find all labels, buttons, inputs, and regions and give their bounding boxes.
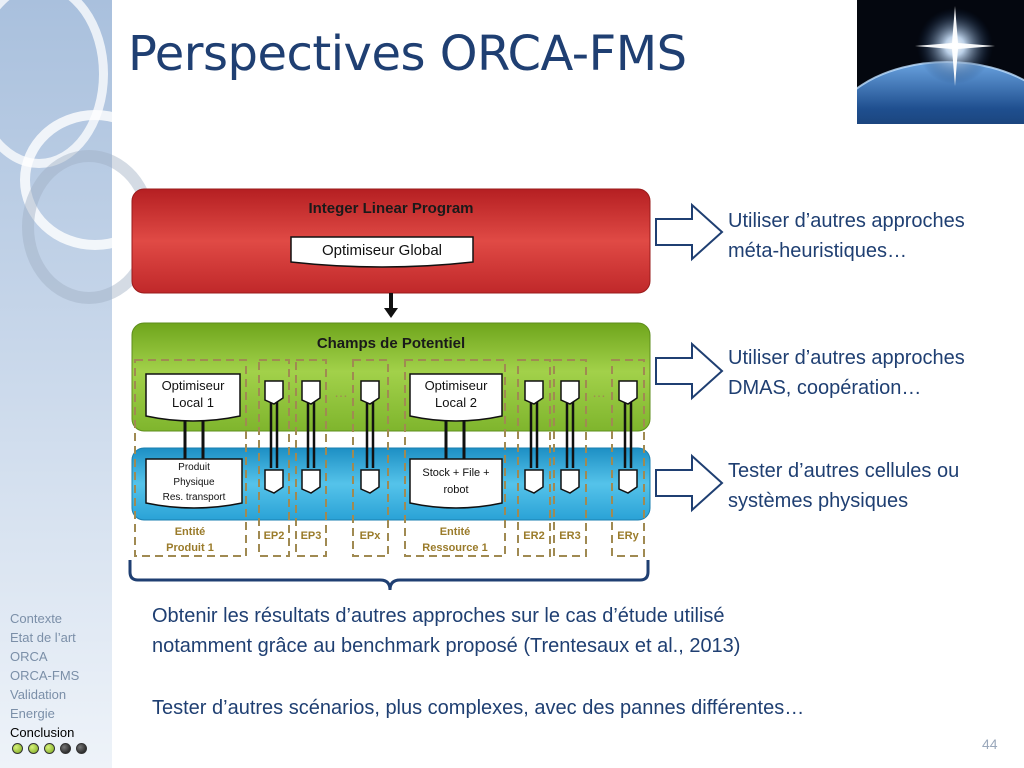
perspective-physical-systems-line1: Tester d’autres cellules ou xyxy=(728,460,960,482)
epx-optimizer-shape xyxy=(360,380,380,405)
entity-resource-label-line2: Ressource 1 xyxy=(422,542,487,554)
local-optimizer-2-line1: Optimiseur xyxy=(425,378,489,393)
perspective-metaheuristics: Utiliser d’autres approches méta-heurist… xyxy=(728,206,1018,266)
perspective-metaheuristics-line2: méta-heuristiques… xyxy=(728,240,907,262)
ep3-label: EP3 xyxy=(301,530,322,542)
column-ery xyxy=(611,359,645,557)
progress-dots xyxy=(12,743,87,754)
arrow-physical-systems xyxy=(655,453,724,513)
nav-item-orca-fms[interactable]: ORCA-FMS xyxy=(10,668,80,683)
nav-item-contexte[interactable]: Contexte xyxy=(10,611,63,626)
stock-robot-line1: Stock + File + xyxy=(422,467,489,479)
nav-item-energie[interactable]: Energie xyxy=(10,706,55,721)
entity-product-label-line2: Produit 1 xyxy=(166,542,214,554)
stock-robot-box xyxy=(409,458,503,509)
progress-dot xyxy=(12,743,23,754)
perspective-dmas: Utiliser d’autres approches DMAS, coopér… xyxy=(728,343,1018,403)
page-number: 44 xyxy=(982,736,998,752)
conclusion-benchmark: Obtenir les résultats d’autres approches… xyxy=(152,601,740,661)
nav-item-validation[interactable]: Validation xyxy=(10,687,67,702)
er3-physical-shape xyxy=(560,469,580,494)
epx-physical-shape xyxy=(360,469,380,494)
global-optimizer-label: Optimiseur Global xyxy=(322,242,442,259)
column-ep3 xyxy=(295,359,327,557)
perspective-arrows xyxy=(655,202,724,513)
conclusion-line2: notamment grâce au benchmark proposé (Tr… xyxy=(152,635,741,657)
progress-dot xyxy=(44,743,55,754)
column-er2 xyxy=(517,359,551,557)
global-optimizer-box xyxy=(290,236,474,268)
physical-product-line3: Res. transport xyxy=(163,492,226,503)
local-optimizer-1-box xyxy=(145,373,241,422)
perspective-dmas-line1: Utiliser d’autres approches xyxy=(728,347,965,369)
arrow-dmas xyxy=(655,341,724,401)
er3-optimizer-shape xyxy=(560,380,580,405)
column-er3 xyxy=(553,359,587,557)
physical-product-line2: Physique xyxy=(173,477,215,488)
column-epx xyxy=(352,359,389,557)
entity-resource-label-line1: Entité xyxy=(440,526,471,538)
ep2-optimizer-shape xyxy=(264,380,284,405)
er2-physical-shape xyxy=(524,469,544,494)
nav-item-orca[interactable]: ORCA xyxy=(10,649,48,664)
arrow-metaheuristics xyxy=(655,202,724,262)
column-entity-resource-1 xyxy=(404,359,506,557)
entity-columns xyxy=(134,359,645,557)
local-optimizer-2-line2: Local 2 xyxy=(435,395,477,410)
er2-optimizer-shape xyxy=(524,380,544,405)
progress-dot xyxy=(60,743,71,754)
local-optimizer-2-box xyxy=(409,373,503,422)
perspective-physical-systems-line2: systèmes physiques xyxy=(728,490,909,512)
ilp-title: Integer Linear Program xyxy=(308,200,473,217)
progress-dot xyxy=(28,743,39,754)
ellipsis-er: … xyxy=(592,384,606,400)
local-optimizer-1-line1: Optimiseur xyxy=(162,378,226,393)
sidebar-background xyxy=(0,0,170,768)
section-navigation: Contexte Etat de l’art ORCA ORCA-FMS Val… xyxy=(10,609,79,742)
slide-title: Perspectives ORCA-FMS xyxy=(128,26,687,82)
er3-label: ER3 xyxy=(559,530,580,542)
physical-product-box xyxy=(145,458,243,509)
perspective-physical-systems: Tester d’autres cellules ou systèmes phy… xyxy=(728,456,1018,516)
epx-label: EPx xyxy=(360,530,382,542)
ep3-optimizer-shape xyxy=(301,380,321,405)
progress-dot xyxy=(76,743,87,754)
potential-field-title: Champs de Potentiel xyxy=(317,335,465,352)
physical-system-box xyxy=(131,447,651,521)
ep2-label: EP2 xyxy=(264,530,285,542)
small-entity-pairs xyxy=(264,380,638,494)
ep3-physical-shape xyxy=(301,469,321,494)
ellipsis-ep: … xyxy=(334,384,348,400)
entity-product-label-line1: Entité xyxy=(175,526,206,538)
ilp-to-potential-arrow xyxy=(384,293,398,318)
ery-physical-shape xyxy=(618,469,638,494)
local-optimizer-1-line2: Local 1 xyxy=(172,395,214,410)
ery-optimizer-shape xyxy=(618,380,638,405)
er2-label: ER2 xyxy=(523,530,544,542)
physical-product-line1: Produit xyxy=(178,462,210,473)
nav-item-etat-de-lart[interactable]: Etat de l’art xyxy=(10,630,76,645)
column-ep2 xyxy=(258,359,290,557)
conclusion-scenarios: Tester d’autres scénarios, plus complexe… xyxy=(152,697,805,719)
column-entity-product-1 xyxy=(134,359,247,557)
ery-label: ERy xyxy=(617,530,639,542)
potential-field-box xyxy=(131,322,651,432)
perspective-dmas-line2: DMAS, coopération… xyxy=(728,377,922,399)
conclusion-line1: Obtenir les résultats d’autres approches… xyxy=(152,605,725,627)
nav-item-conclusion[interactable]: Conclusion xyxy=(10,725,75,740)
entities-brace xyxy=(128,560,650,591)
perspective-metaheuristics-line1: Utiliser d’autres approches xyxy=(728,210,965,232)
entity-connectors xyxy=(183,418,466,462)
ep2-physical-shape xyxy=(264,469,284,494)
stock-robot-line2: robot xyxy=(443,484,468,496)
earth-sunrise-logo xyxy=(857,0,1024,124)
